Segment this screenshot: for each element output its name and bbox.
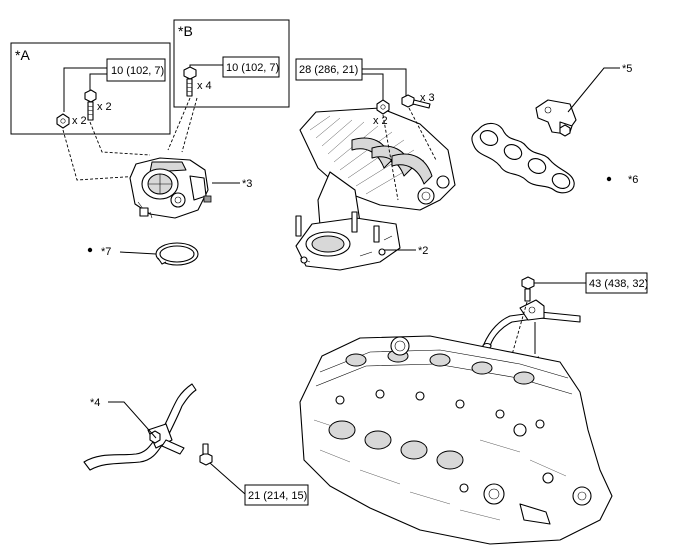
part-label-5: *5 [622,63,632,75]
intake-manifold [295,107,456,271]
engine-cylinder-head [299,335,613,545]
box-b-torque: 10 (102, 7) [226,62,279,74]
bolt-icon [183,66,197,97]
manifold-qty-nut: x 2 [373,115,388,127]
hose-torque-frame [244,484,309,506]
box-a-qty-bolt: x 2 [97,101,112,113]
hose-assembly [83,383,197,471]
part-label-3: *3 [242,178,252,190]
box-a-label: *A [15,47,30,63]
bolt-icon [401,94,431,109]
manifold-qty-bolt: x 3 [420,92,435,104]
bolt-icon [199,443,213,466]
bracket [535,99,577,137]
pipe [482,299,581,350]
box-a-torque: 10 (102, 7) [111,65,164,77]
bolt-icon [521,276,535,302]
box-a-qty-nut: x 2 [72,115,87,127]
box-b-qty: x 4 [197,80,212,92]
manifold-torque: 28 (286, 21) [299,64,358,76]
new-part-bullet [606,176,612,182]
box-b-torque-frame [222,56,280,78]
manifold-gasket [471,122,575,194]
bolt-icon [84,89,97,121]
gasket-ring [155,242,199,266]
part-label-4: *4 [90,397,100,409]
nut-icon [56,113,70,129]
box-a: *A 10 (102, 7) x 2 x 2 [10,42,171,135]
box-b: *B 10 (102, 7) x 4 [173,19,290,108]
nut-icon [376,99,390,115]
pipe-torque: 43 (438, 32) [589,278,648,290]
part-label-2: *2 [418,245,428,257]
box-b-label: *B [178,23,193,39]
new-part-bullet [87,247,93,253]
part-label-7: *7 [101,246,111,258]
box-a-torque-frame [106,58,166,82]
hose-torque: 21 (214, 15) [248,490,307,502]
part-label-6: *6 [628,174,638,186]
throttle-body [129,157,212,219]
